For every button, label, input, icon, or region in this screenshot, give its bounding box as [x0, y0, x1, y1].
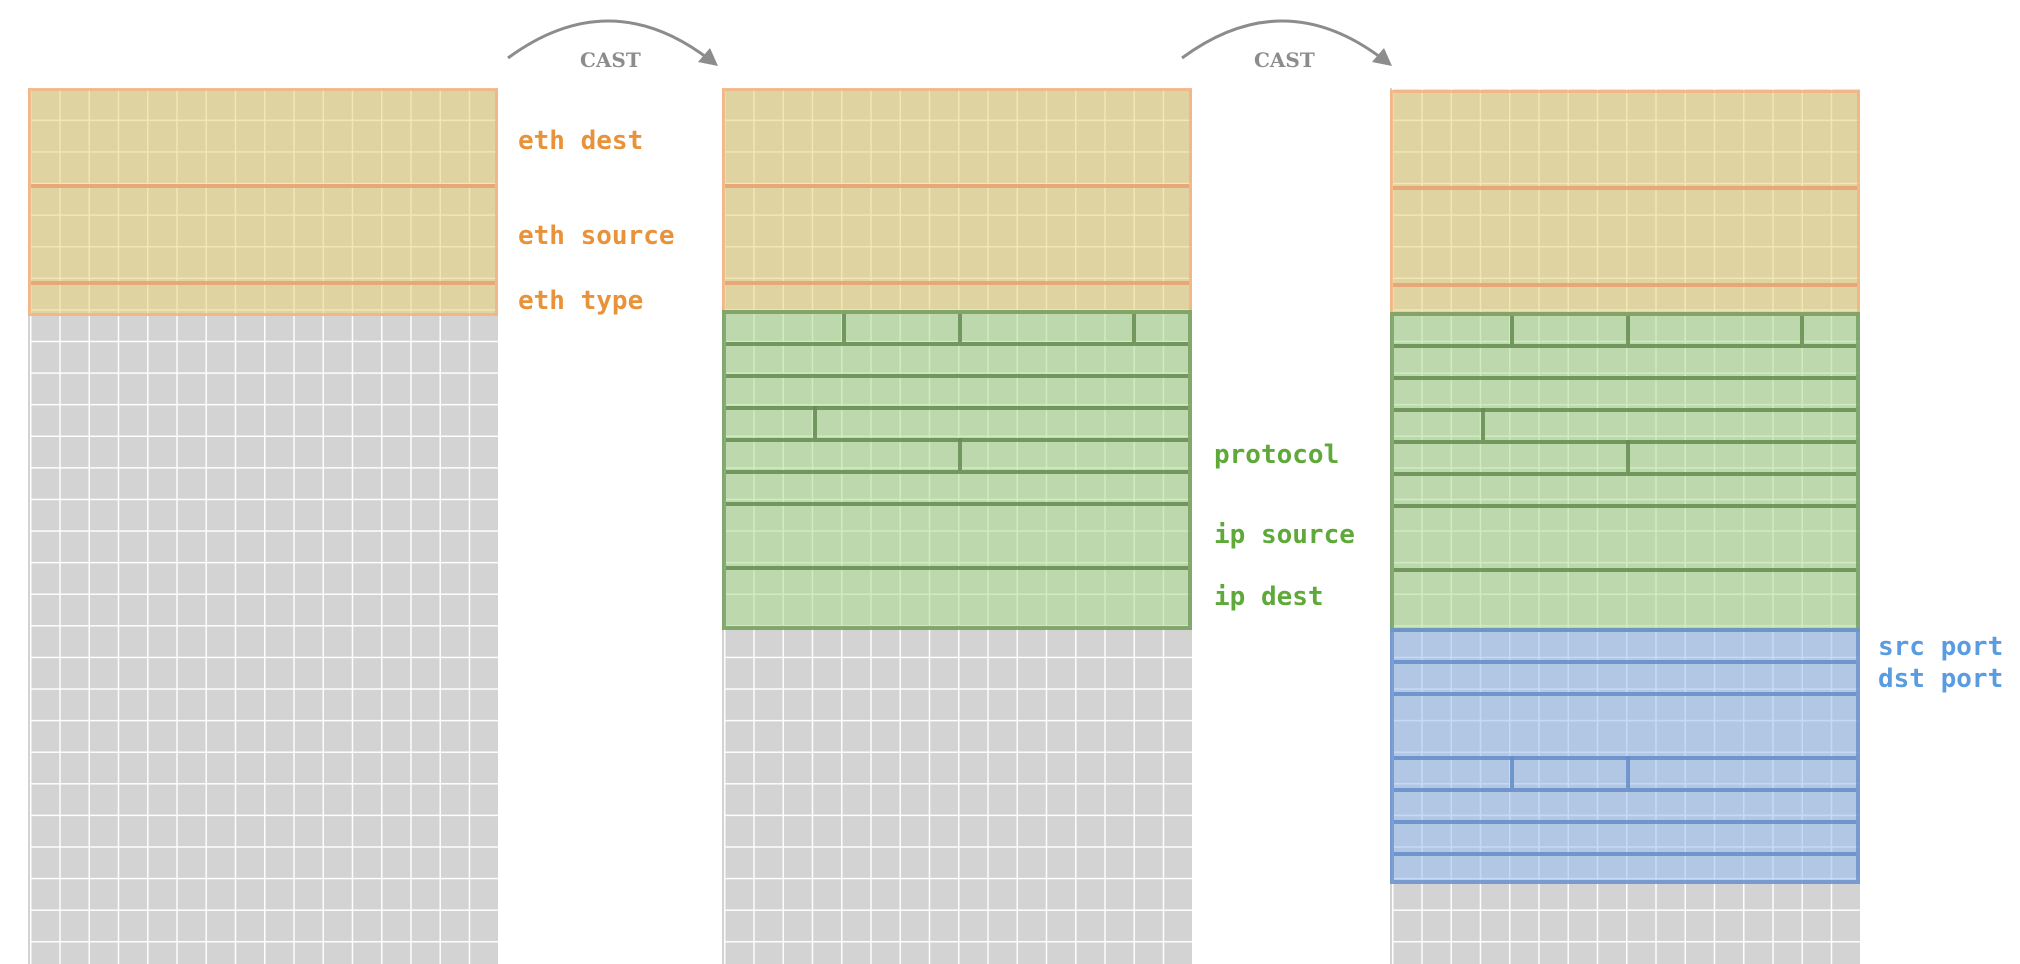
field-divider	[1394, 440, 1856, 444]
ethernet-header-region	[722, 88, 1192, 314]
field-divider	[726, 406, 1188, 410]
label-ip-dest: ip dest	[1214, 582, 1324, 612]
ip-header-region	[1390, 312, 1860, 632]
field-divider	[813, 406, 817, 438]
label-eth-dest: eth dest	[518, 126, 644, 156]
field-divider	[726, 566, 1188, 570]
field-divider	[1394, 852, 1856, 856]
field-divider	[1394, 408, 1856, 412]
field-divider	[31, 184, 495, 188]
field-divider	[1394, 820, 1856, 824]
field-divider	[1132, 314, 1136, 342]
field-divider	[1394, 344, 1856, 348]
field-divider	[1394, 568, 1856, 572]
packet-buffer-2	[722, 88, 1192, 964]
field-divider	[31, 281, 495, 285]
field-divider	[1394, 472, 1856, 476]
cast-arrow-1	[507, 19, 718, 66]
field-divider	[1626, 316, 1630, 344]
ip-header-region	[722, 310, 1192, 630]
field-divider	[1510, 316, 1514, 344]
field-divider	[1626, 756, 1630, 788]
field-divider	[1393, 283, 1857, 287]
field-divider	[726, 502, 1188, 506]
cast-label-2: CAST	[1254, 48, 1315, 72]
cast-arrow-2	[1181, 19, 1392, 66]
field-divider	[958, 314, 962, 342]
tcp-header-region	[1390, 628, 1860, 884]
field-divider	[1393, 186, 1857, 190]
ethernet-header-region	[28, 88, 498, 316]
cast-label-1: CAST	[580, 48, 641, 72]
field-divider	[726, 438, 1188, 442]
field-divider	[726, 470, 1188, 474]
field-divider	[1626, 440, 1630, 472]
field-divider	[1800, 316, 1804, 344]
label-eth-type: eth type	[518, 286, 644, 316]
field-divider	[958, 438, 962, 470]
field-divider	[1394, 692, 1856, 696]
field-divider	[1394, 376, 1856, 380]
label-ip-source: ip source	[1214, 520, 1355, 550]
field-divider	[1394, 504, 1856, 508]
label-src-port: src port	[1878, 632, 2004, 662]
label-protocol: protocol	[1214, 440, 1340, 470]
field-divider	[1510, 756, 1514, 788]
ethernet-header-region	[1390, 90, 1860, 316]
field-divider	[725, 281, 1189, 285]
field-divider	[1394, 788, 1856, 792]
field-divider	[726, 374, 1188, 378]
field-divider	[1394, 756, 1856, 760]
label-dst-port: dst port	[1878, 664, 2004, 694]
field-divider	[726, 342, 1188, 346]
field-divider	[1481, 408, 1485, 440]
packet-buffer-1	[28, 88, 498, 964]
field-divider	[725, 184, 1189, 188]
packet-buffer-3	[1390, 88, 1860, 964]
label-eth-source: eth source	[518, 221, 675, 251]
field-divider	[1394, 660, 1856, 664]
field-divider	[842, 314, 846, 342]
